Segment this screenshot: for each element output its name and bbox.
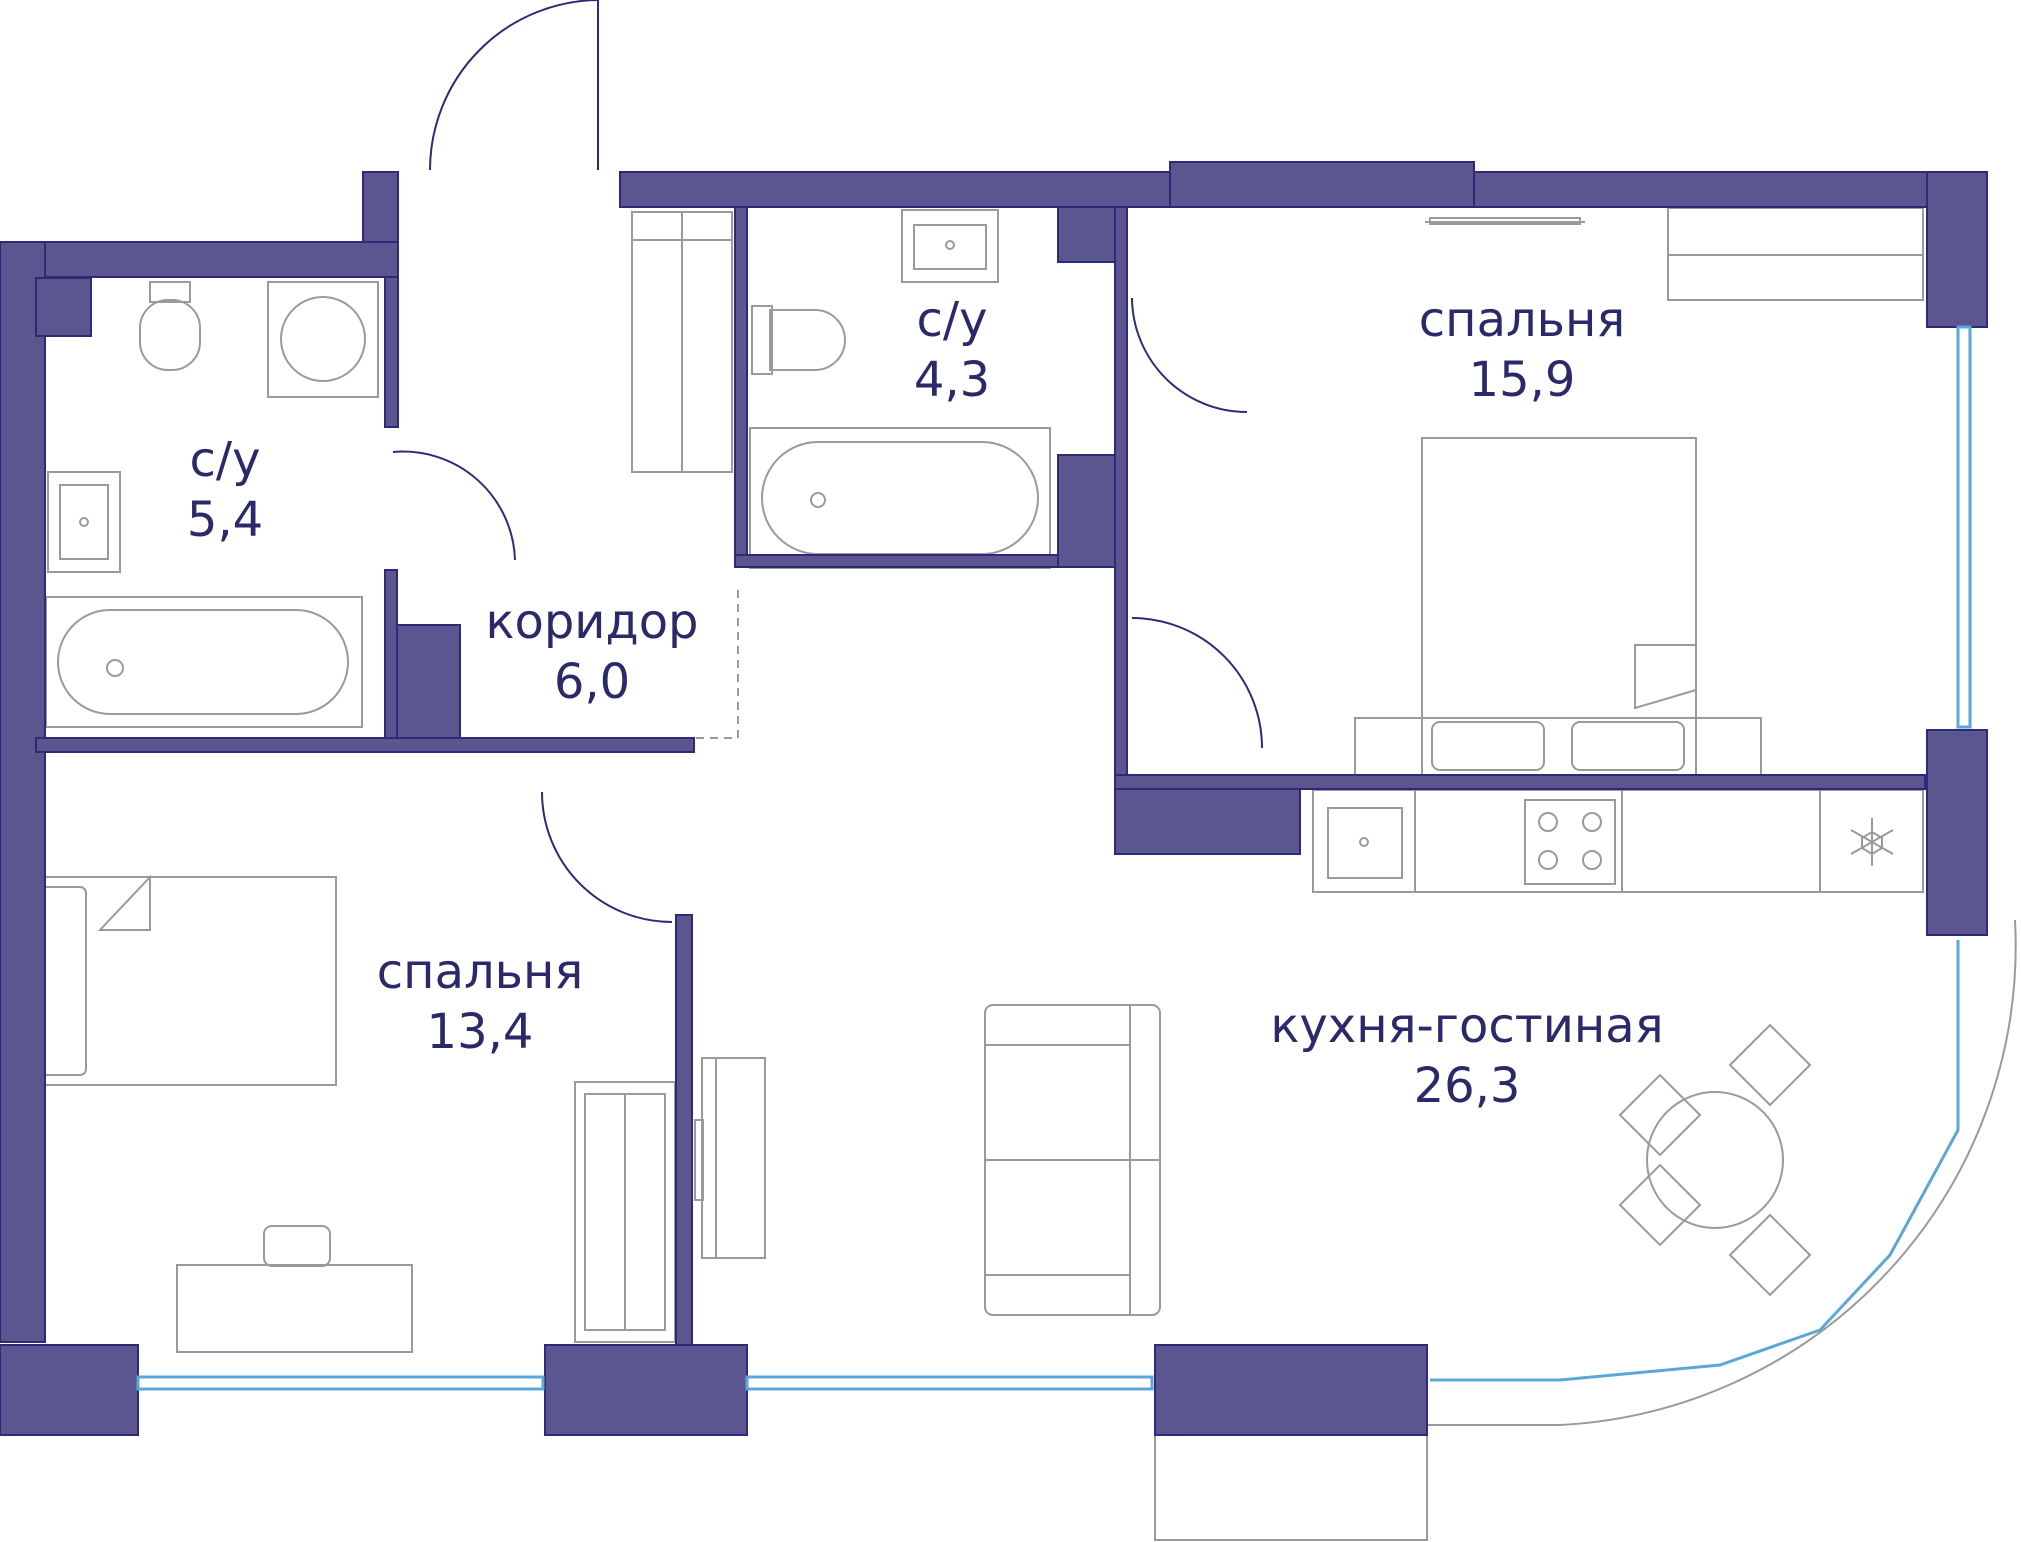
room-area: 15,9 xyxy=(1468,352,1576,408)
corridor-boundary xyxy=(690,590,739,739)
furniture-layer xyxy=(35,207,2017,1541)
wardrobe-icon xyxy=(574,1081,676,1343)
room-label-bathroom-1: с/у 5,4 xyxy=(187,430,263,550)
room-label-bedroom-1: спальня 15,9 xyxy=(1419,290,1625,410)
room-name: с/у xyxy=(916,292,988,348)
room-name: коридор xyxy=(485,594,699,650)
window xyxy=(1956,325,1972,729)
walls-layer xyxy=(0,161,1988,1436)
doors-layer xyxy=(392,0,1263,923)
tv-stand-icon xyxy=(694,1057,766,1259)
window xyxy=(745,1375,1154,1391)
stove-icon xyxy=(1524,799,1616,885)
room-label-kitchen-living: кухня-гостиная 26,3 xyxy=(1270,996,1663,1116)
entrance-door-icon[interactable] xyxy=(429,0,599,171)
bathtub-icon xyxy=(749,427,1051,569)
ac-unit-icon xyxy=(1425,217,1585,225)
room-label-bedroom-2: спальня 13,4 xyxy=(377,942,583,1062)
dining-table-icon xyxy=(1618,1023,1812,1297)
bedroom-2-door-icon[interactable] xyxy=(541,791,673,923)
kitchen-sink-icon xyxy=(1327,807,1403,879)
toilet-icon xyxy=(139,281,201,371)
bedroom-1-door-icon[interactable] xyxy=(1131,617,1263,749)
bathroom-1-door-icon[interactable] xyxy=(392,450,516,561)
room-area: 4,3 xyxy=(913,352,991,408)
room-name: с/у xyxy=(189,432,261,488)
window xyxy=(136,1375,545,1391)
wardrobe-icon xyxy=(631,211,733,473)
toilet-icon xyxy=(751,305,846,375)
room-area: 13,4 xyxy=(426,1004,534,1060)
room-area: 26,3 xyxy=(1413,1058,1521,1114)
sink-icon xyxy=(901,209,999,283)
room-area: 5,4 xyxy=(186,492,264,548)
window-curved xyxy=(1430,940,1960,1382)
double-bed-icon xyxy=(1354,437,1762,777)
shelf-icon xyxy=(1667,207,1924,301)
room-label-corridor: коридор 6,0 xyxy=(485,592,698,712)
single-bed-icon xyxy=(35,874,337,1086)
room-label-bathroom-2: с/у 4,3 xyxy=(914,290,990,410)
sofa-icon xyxy=(984,1004,1161,1316)
bathroom-2-door-icon[interactable] xyxy=(1131,297,1248,413)
windows-layer xyxy=(136,325,1972,1391)
room-name: спальня xyxy=(376,944,584,1000)
snowflake-icon xyxy=(1850,818,1894,866)
bathtub-icon xyxy=(45,596,363,728)
desk-icon xyxy=(176,1225,413,1353)
room-name: кухня-гостиная xyxy=(1270,998,1664,1054)
sink-icon xyxy=(47,471,121,573)
room-name: спальня xyxy=(1418,292,1626,348)
kitchen-counter-icon xyxy=(1312,789,1924,893)
room-area: 6,0 xyxy=(553,654,631,710)
washing-machine-icon xyxy=(267,281,379,398)
